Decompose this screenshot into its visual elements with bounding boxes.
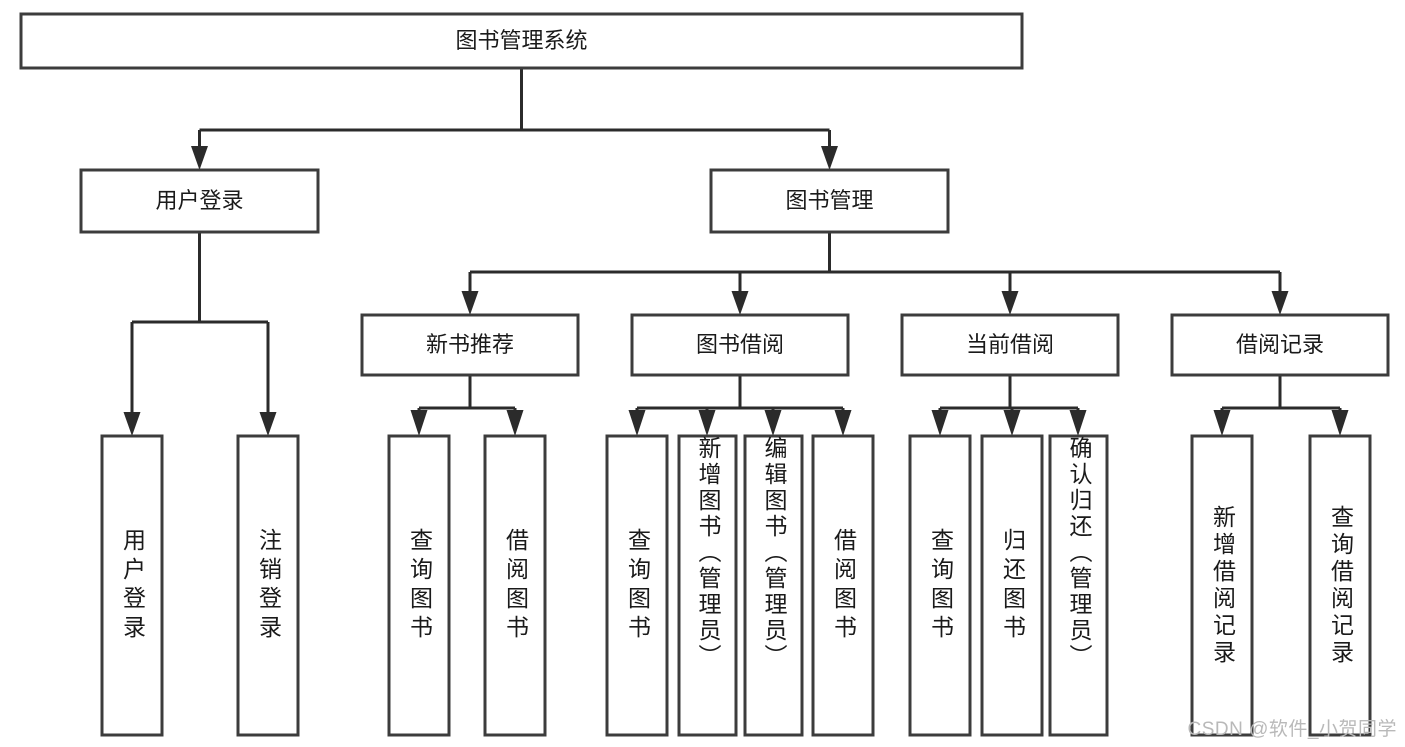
arrowhead-leaf-borrow-book-recommend	[506, 410, 524, 436]
arrowhead-leaf-query-book-recommend	[410, 410, 428, 436]
node-new-book-recommend[interactable]: 新书推荐	[360, 313, 580, 377]
arrowhead-leaf-query-book-current	[931, 410, 949, 436]
arrowhead-leaf-add-borrow-record	[1213, 410, 1231, 436]
leaf-borrow-book-recommend-rect[interactable]	[483, 434, 547, 737]
node-borrow-record-label: 借阅记录	[1236, 332, 1324, 357]
node-current-borrow[interactable]: 当前借阅	[900, 313, 1120, 377]
connector-group-new-book-recommend	[410, 375, 524, 436]
arrowhead-book-borrow	[731, 291, 749, 315]
arrowhead-current-borrow	[1001, 291, 1019, 315]
node-borrow-record-rect[interactable]	[1170, 313, 1390, 377]
leaf-query-book-borrow-rect[interactable]	[605, 434, 669, 737]
leaf-query-borrow-record-rect[interactable]	[1308, 434, 1372, 737]
leaf-confirm-return-admin-rect[interactable]	[1048, 434, 1109, 737]
arrowhead-leaf-query-book-borrow	[628, 410, 646, 436]
leaf-add-borrow-record-rect[interactable]	[1190, 434, 1254, 737]
leaf-borrow-book-rect[interactable]	[811, 434, 875, 737]
connector-group-borrow-record	[1213, 375, 1349, 436]
arrowhead-leaf-add-book-admin	[698, 410, 716, 436]
node-user-login-rect[interactable]	[79, 168, 320, 234]
csdn-watermark: CSDN @软件_小贺同学	[1187, 719, 1397, 740]
node-current-borrow-label: 当前借阅	[966, 332, 1054, 357]
arrowhead-leaf-borrow-book	[834, 410, 852, 436]
connector-group-book-borrow	[628, 375, 852, 436]
leaf-edit-book-admin-rect[interactable]	[743, 434, 804, 737]
node-book-borrow-label: 图书借阅	[696, 332, 784, 357]
leaf-query-book-current-rect[interactable]	[908, 434, 972, 737]
arrowhead-user-login	[191, 146, 208, 170]
node-book-manage[interactable]: 图书管理	[709, 168, 950, 234]
node-book-manage-rect[interactable]	[709, 168, 950, 234]
node-root[interactable]: 图书管理系统	[19, 12, 1024, 70]
arrowhead-leaf-logout-login	[259, 412, 277, 436]
node-new-book-recommend-rect[interactable]	[360, 313, 580, 377]
arrowhead-leaf-edit-book-admin	[764, 410, 782, 436]
node-user-login[interactable]: 用户登录	[79, 168, 320, 234]
node-root-rect[interactable]	[19, 12, 1024, 70]
arrowhead-book-manage	[821, 146, 838, 170]
arrowhead-new-book-recommend	[461, 291, 479, 315]
node-user-login-label: 用户登录	[155, 188, 243, 213]
node-book-borrow[interactable]: 图书借阅	[630, 313, 850, 377]
node-borrow-record[interactable]: 借阅记录	[1170, 313, 1390, 377]
arrowhead-leaf-confirm-return-admin	[1069, 410, 1087, 436]
arrowhead-leaf-return-book	[1003, 410, 1021, 436]
connector-group-current-borrow	[931, 375, 1087, 436]
connector-group-user-login	[123, 232, 277, 436]
node-book-manage-label: 图书管理	[785, 188, 873, 213]
node-current-borrow-rect[interactable]	[900, 313, 1120, 377]
node-book-borrow-rect[interactable]	[630, 313, 850, 377]
leaf-user-login-rect[interactable]	[100, 434, 164, 737]
leaf-query-book-recommend-rect[interactable]	[387, 434, 451, 737]
leaf-add-book-admin-rect[interactable]	[677, 434, 738, 737]
leaf-return-book-rect[interactable]	[980, 434, 1044, 737]
arrowhead-borrow-record	[1271, 291, 1289, 315]
connector-group-root	[191, 68, 838, 170]
leaf-boxes	[100, 434, 1372, 737]
arrowhead-leaf-user-login	[123, 412, 141, 436]
connector-group-book-manage	[461, 232, 1289, 315]
node-root-label: 图书管理系统	[455, 28, 587, 53]
arrowhead-leaf-query-borrow-record	[1331, 410, 1349, 436]
leaf-logout-login-rect[interactable]	[236, 434, 300, 737]
node-new-book-recommend-label: 新书推荐	[426, 332, 514, 357]
